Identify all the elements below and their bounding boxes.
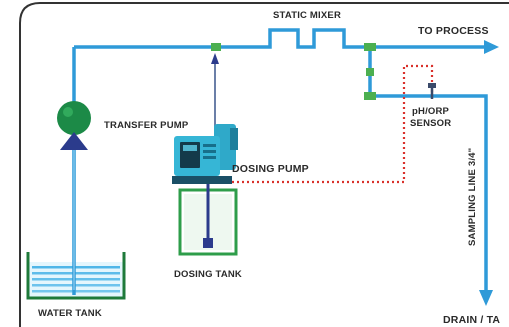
dosing-pump-base — [172, 176, 232, 184]
pipe-fittings — [211, 43, 376, 100]
injection-tee — [211, 43, 221, 51]
diagram-frame — [19, 2, 509, 327]
drain-arrow — [479, 290, 493, 306]
transfer-pump-label: TRANSFER PUMP — [104, 120, 189, 131]
to-process-arrow — [484, 40, 499, 54]
dosing-line — [211, 53, 219, 132]
transfer-pump-body — [57, 101, 91, 135]
sampling-tee-bottom — [364, 92, 376, 100]
to-process-label: TO PROCESS — [418, 25, 489, 37]
ph-orp-sensor — [428, 83, 436, 99]
sampling-line-label: SAMPLING LINE 3/4" — [467, 148, 478, 246]
dosing-pump — [172, 124, 238, 184]
dosing-pump-label: DOSING PUMP — [232, 163, 309, 175]
main-header-pipe — [74, 28, 485, 49]
static-mixer-label: STATIC MIXER — [273, 10, 341, 21]
foot-valve — [203, 238, 213, 248]
transfer-pump — [57, 101, 91, 150]
dosing-tank — [178, 184, 238, 256]
sampling-tee-top — [364, 43, 376, 51]
ph-orp-sensor-label-line2: SENSOR — [410, 118, 451, 129]
water-tank-label: WATER TANK — [38, 308, 102, 319]
water-tank-water — [32, 266, 120, 293]
ph-orp-sensor-label-line1: pH/ORP — [412, 106, 450, 117]
transfer-pump-base — [60, 132, 88, 150]
water-tank — [26, 252, 126, 300]
dosing-tank-label: DOSING TANK — [174, 269, 242, 280]
drain-label: DRAIN / TA — [443, 314, 500, 326]
water-tank-walls — [26, 252, 126, 300]
sampling-tee-mid — [366, 68, 374, 76]
dosing-line-arrow — [211, 53, 219, 64]
